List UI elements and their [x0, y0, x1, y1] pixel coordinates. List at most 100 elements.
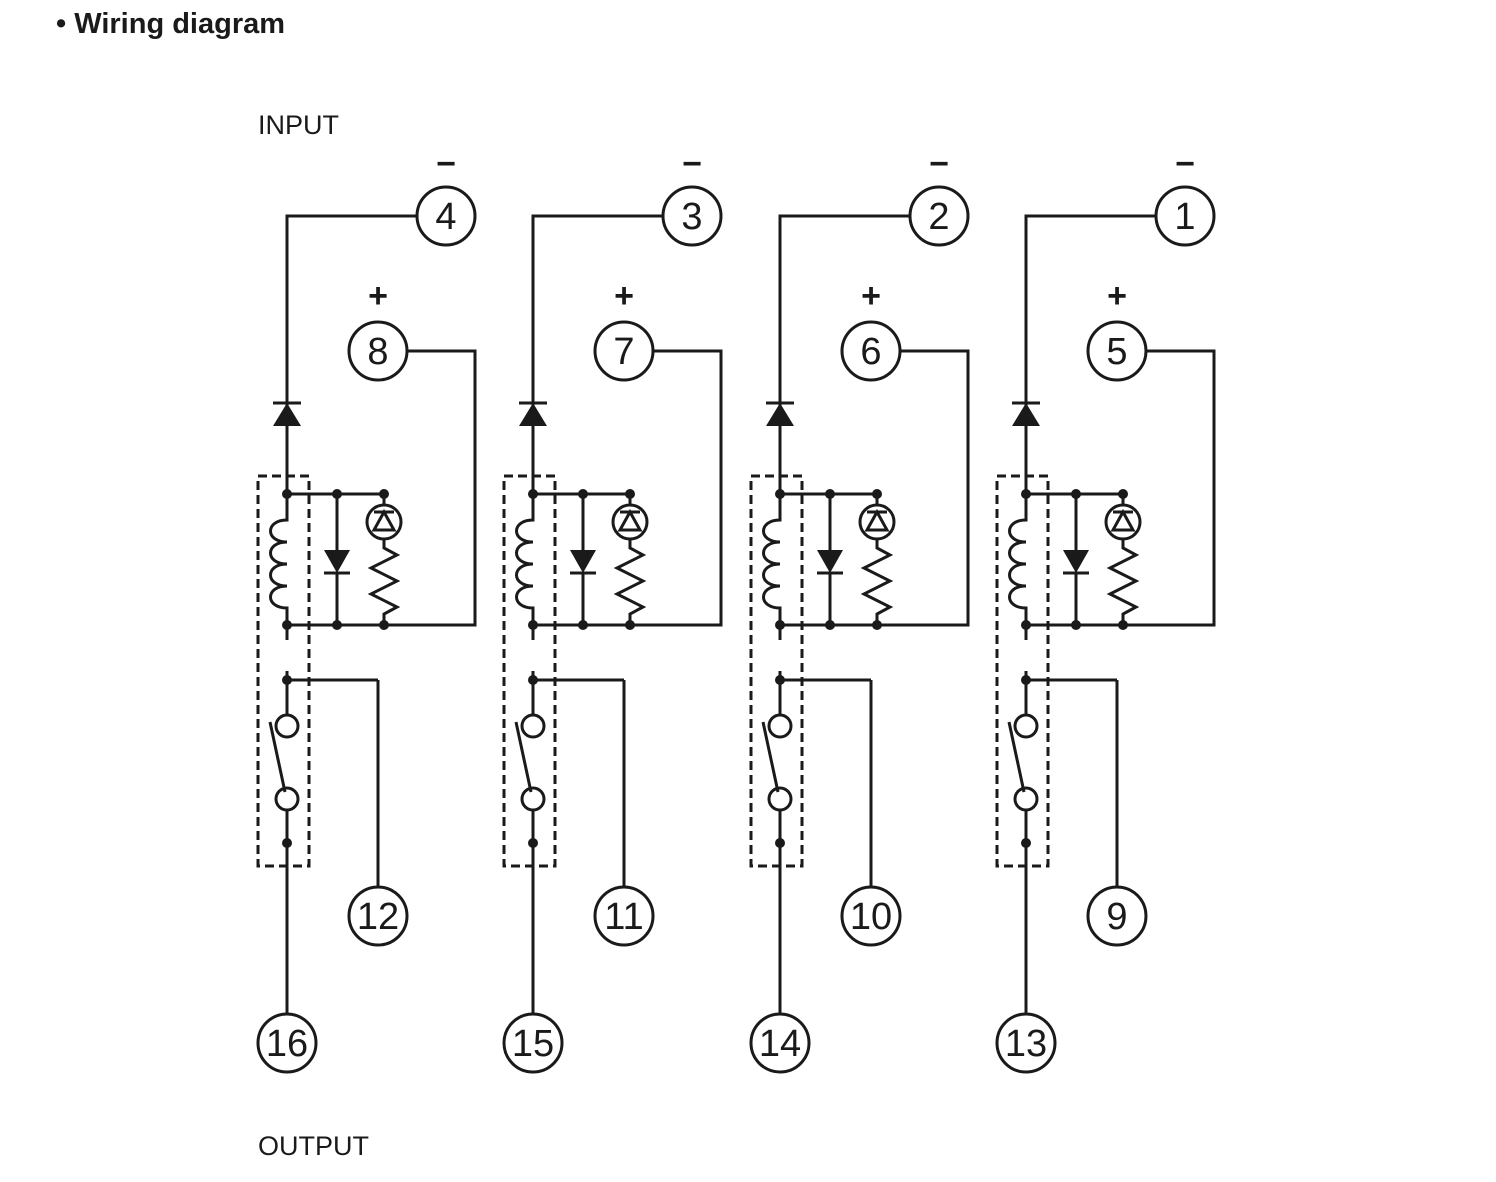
terminal-circle	[1086, 320, 1148, 382]
input-diode-icon	[1012, 403, 1040, 426]
input-diode-icon	[273, 403, 301, 426]
junction-dot	[825, 620, 835, 630]
negative-wire	[778, 214, 910, 478]
relay-enclosure	[749, 474, 804, 868]
relay-channel: 2 6 10 14 − +	[749, 145, 970, 1074]
switch-blade	[1007, 721, 1026, 793]
terminal-number: 6	[860, 331, 881, 373]
common-terminal: 15	[502, 1012, 564, 1074]
junction-dot	[775, 838, 785, 848]
junction-dot	[379, 489, 389, 499]
terminal-circle	[347, 885, 409, 947]
positive-terminal: 8	[347, 320, 409, 382]
positive-wire	[878, 349, 970, 627]
positive-sign: +	[861, 277, 881, 315]
positive-wire	[385, 349, 477, 627]
positive-wire	[631, 349, 723, 627]
terminal-circle	[256, 1012, 318, 1074]
junction-dot	[528, 489, 538, 499]
junction-dot	[1021, 489, 1031, 499]
input-label: INPUT	[258, 110, 339, 140]
terminal-circle	[908, 185, 970, 247]
junction-dot	[1118, 489, 1128, 499]
common-terminal: 14	[749, 1012, 811, 1074]
flyback-diode-icon	[570, 550, 596, 573]
led-triangle	[617, 508, 643, 532]
junction-dot	[578, 489, 588, 499]
terminal-number: 15	[512, 1023, 554, 1065]
terminal-number: 7	[613, 331, 634, 373]
resistor-icon	[860, 540, 894, 625]
junction-dot	[379, 620, 389, 630]
terminal-circle	[840, 885, 902, 947]
terminal-number: 4	[435, 196, 456, 238]
led-triangle	[371, 508, 397, 532]
terminal-number: 12	[357, 896, 399, 938]
terminal-circle	[347, 320, 409, 382]
terminal-number: 10	[850, 896, 892, 938]
junction-dot	[872, 620, 882, 630]
flyback-diode-icon	[817, 550, 843, 573]
terminal-circle	[1086, 885, 1148, 947]
negative-sign: −	[929, 145, 949, 183]
junction-dot	[1118, 620, 1128, 630]
negative-terminal: 1	[1154, 185, 1216, 247]
flyback-diode-icon	[1063, 550, 1089, 573]
positive-terminal: 5	[1086, 320, 1148, 382]
resistor-icon	[613, 540, 647, 625]
terminal-number: 5	[1106, 331, 1127, 373]
junction-dot	[528, 675, 538, 685]
relay-channel: 1 5 9 13 − +	[995, 145, 1216, 1074]
positive-wire	[1124, 349, 1216, 627]
switch-terminal: 9	[1086, 885, 1148, 947]
terminal-number: 11	[604, 896, 643, 938]
input-diode-icon	[766, 403, 794, 426]
positive-sign: +	[368, 277, 388, 315]
junction-dot	[332, 620, 342, 630]
switch-terminal: 10	[840, 885, 902, 947]
terminal-number: 16	[266, 1023, 308, 1065]
relay-enclosure	[502, 474, 557, 868]
positive-terminal: 6	[840, 320, 902, 382]
coil-icon	[515, 494, 535, 625]
junction-dot	[625, 620, 635, 630]
negative-sign: −	[682, 145, 702, 183]
negative-sign: −	[1175, 145, 1195, 183]
positive-sign: +	[1107, 277, 1127, 315]
junction-dot	[1021, 675, 1031, 685]
junction-dot	[1071, 620, 1081, 630]
page-heading: • Wiring diagram	[56, 8, 286, 40]
common-terminal: 13	[995, 1012, 1057, 1074]
terminal-number: 9	[1106, 896, 1127, 938]
coil-icon	[269, 494, 289, 625]
terminal-number: 13	[1005, 1023, 1047, 1065]
switch-contact-bottom	[520, 786, 546, 812]
switch-contact-top	[520, 713, 546, 739]
positive-sign: +	[614, 277, 634, 315]
resistor-icon	[1106, 540, 1140, 625]
switch-terminal: 12	[347, 885, 409, 947]
terminal-circle	[661, 185, 723, 247]
relay-enclosure	[995, 474, 1050, 868]
led-triangle	[1110, 508, 1136, 532]
switch-blade	[268, 721, 287, 793]
switch-blade	[514, 721, 533, 793]
junction-dot	[775, 489, 785, 499]
negative-terminal: 2	[908, 185, 970, 247]
terminal-circle	[593, 320, 655, 382]
junction-dot	[1071, 489, 1081, 499]
terminal-number: 14	[759, 1023, 801, 1065]
relay-channel: 4 8 12 16 − +	[256, 145, 477, 1074]
switch-terminal: 11	[593, 885, 655, 947]
flyback-diode-icon	[324, 550, 350, 573]
terminal-number: 2	[928, 196, 949, 238]
switch-contact-top	[274, 713, 300, 739]
junction-dot	[578, 620, 588, 630]
switch-contact-bottom	[274, 786, 300, 812]
negative-wire	[1024, 214, 1156, 478]
negative-sign: −	[436, 145, 456, 183]
junction-dot	[775, 675, 785, 685]
junction-dot	[625, 489, 635, 499]
switch-contact-bottom	[1013, 786, 1039, 812]
